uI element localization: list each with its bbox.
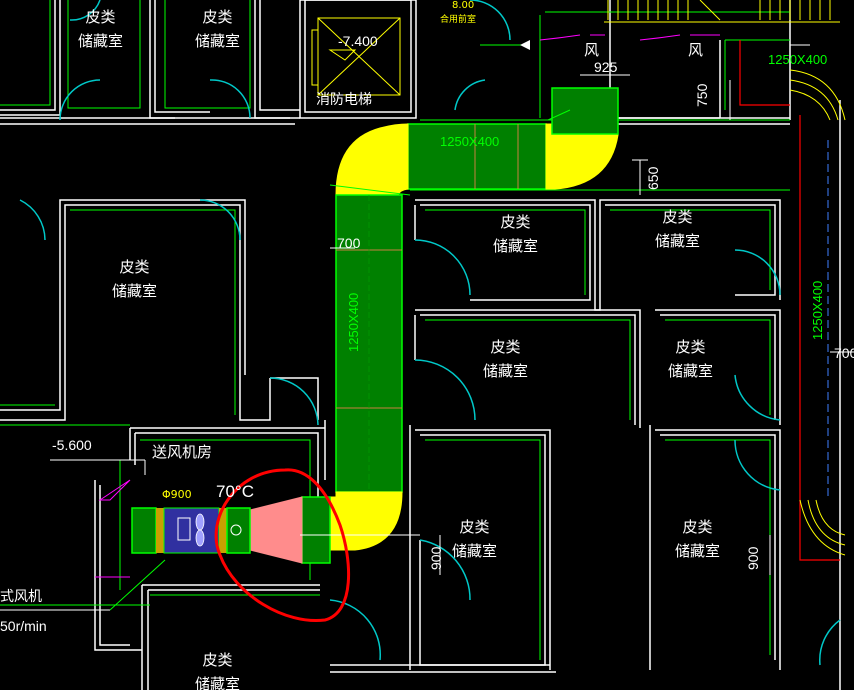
room-label: 皮类储藏室 xyxy=(493,213,539,255)
misc-lines xyxy=(0,0,854,611)
dim-700a: 700 xyxy=(337,235,361,251)
phi-label: Φ900 xyxy=(162,488,192,501)
elbow-bottom xyxy=(329,491,403,551)
room-label: 皮类储藏室 xyxy=(655,208,701,250)
fan-body xyxy=(163,507,220,554)
wind-label: 风 xyxy=(584,41,600,59)
duct-size-top: 1250X400 xyxy=(440,134,500,149)
fan-desc: 式风机 xyxy=(0,589,42,605)
duct-outlet xyxy=(301,496,331,564)
red-highlight-circle xyxy=(214,468,351,623)
room-label: 皮类储藏室 xyxy=(483,338,529,380)
ductwork xyxy=(131,87,619,564)
wind-label: 风 xyxy=(688,41,704,59)
top-small-label: 合用前室 xyxy=(440,15,477,25)
room-label: 皮类储藏室 xyxy=(195,651,241,690)
room-label: 皮类储藏室 xyxy=(452,518,498,560)
dim-900a: 900 xyxy=(428,546,444,570)
top-level: 8.00 xyxy=(452,0,475,11)
elbow-top-right xyxy=(545,123,619,190)
fire-elevator-label: 消防电梯 xyxy=(316,92,372,108)
fan-room-label: 送风机房 xyxy=(152,443,213,461)
fan-speed: 50r/min xyxy=(0,618,47,634)
room-label: 皮类储藏室 xyxy=(78,8,124,50)
fan-room-level: -5.600 xyxy=(52,437,92,453)
right-duct xyxy=(739,40,846,561)
room-label: 皮类储藏室 xyxy=(668,338,714,380)
duct-top-horizontal xyxy=(407,123,547,190)
dim-650: 650 xyxy=(645,166,661,190)
duct-size-right-vertical: 1250X400 xyxy=(810,280,825,340)
room-label: 皮类储藏室 xyxy=(195,8,241,50)
dim-900b: 900 xyxy=(745,546,761,570)
duct-riser xyxy=(551,87,619,135)
duct-size-right: 1250X400 xyxy=(768,52,828,67)
dim-750: 750 xyxy=(694,83,710,107)
duct-size-vertical: 1250X400 xyxy=(346,292,361,352)
temp-label: 70°C xyxy=(216,482,254,501)
room-label: 皮类储藏室 xyxy=(675,518,721,560)
duct-transition xyxy=(249,496,303,564)
dim-925: 925 xyxy=(594,59,618,75)
fan-unit-left xyxy=(131,507,157,554)
fan-unit-right xyxy=(226,507,251,554)
elbow-top-left xyxy=(335,123,409,196)
dim-700b: 700 xyxy=(834,345,854,361)
room-label: 皮类储藏室 xyxy=(112,258,158,300)
doors xyxy=(19,0,841,666)
elevator-level: -7.400 xyxy=(338,33,378,49)
